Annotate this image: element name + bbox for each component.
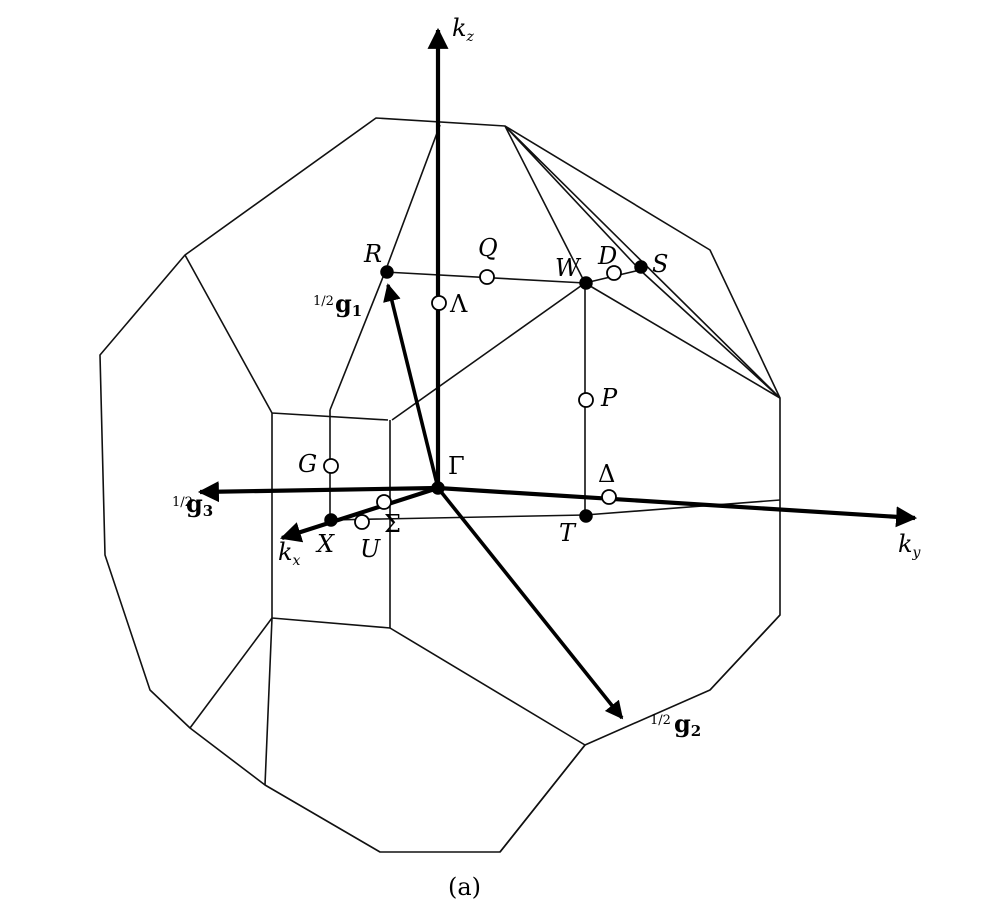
point-lambda-dot [431,295,447,311]
point-delta-dot [601,489,617,505]
point-w-dot [579,276,593,290]
point-labels: Γ R Q W D S Λ P Δ T G Σ X U [298,234,668,563]
gamma-label: Γ [448,452,465,480]
symmetry-points [323,260,648,530]
ky-label: ky [898,530,922,561]
lambda-label: Λ [449,290,468,318]
g1-label: g1 [335,289,362,320]
g3-axis [197,481,439,503]
bottom-inner-edges [499,744,586,853]
w-corner-edge [391,282,586,421]
g2-label: g2 [674,709,701,740]
axes [197,27,918,720]
kx-label: kx [278,538,301,569]
point-gamma-dot [431,481,445,495]
point-p-dot [578,392,594,408]
x-label: X [315,530,335,558]
g1-frac: 1/2 [313,294,334,309]
g1-vector [383,283,440,489]
g2-vector [436,486,624,720]
p-label: P [600,384,618,412]
top-face-edges [384,124,781,399]
q-label: Q [478,234,498,262]
u-label: U [360,535,381,563]
upper-right-edges [384,269,781,399]
point-s-dot [634,260,648,274]
sigma-label: Σ [384,510,401,538]
vector-labels: 1/2 g1 1/2 g3 1/2 g2 [172,289,701,740]
g2-frac: 1/2 [650,713,671,728]
point-t-dot [579,509,593,523]
kz-label: kz [452,14,475,45]
g-label: G [298,450,317,478]
point-g-dot [323,458,339,474]
ky-axis [437,485,918,528]
lower-face-edges [189,614,781,746]
d-label: D [597,242,617,270]
kx-axis [280,486,439,543]
r-label: R [363,240,382,268]
point-x-dot [324,513,338,527]
point-d-dot [606,265,622,281]
point-r-dot [380,265,394,279]
s-label: S [652,250,668,278]
point-u-dot [354,514,370,530]
g3-label: g3 [186,489,213,520]
g3-frac: 1/2 [172,495,193,510]
point-sigma-dot [376,494,392,510]
outer-outline [99,117,781,853]
figure-caption: (a) [448,873,481,901]
axis-labels: kz ky kx [278,14,922,569]
t-label: T [559,519,577,547]
point-q-dot [479,269,495,285]
delta-label: Δ [598,460,615,488]
w-label: W [555,254,582,282]
